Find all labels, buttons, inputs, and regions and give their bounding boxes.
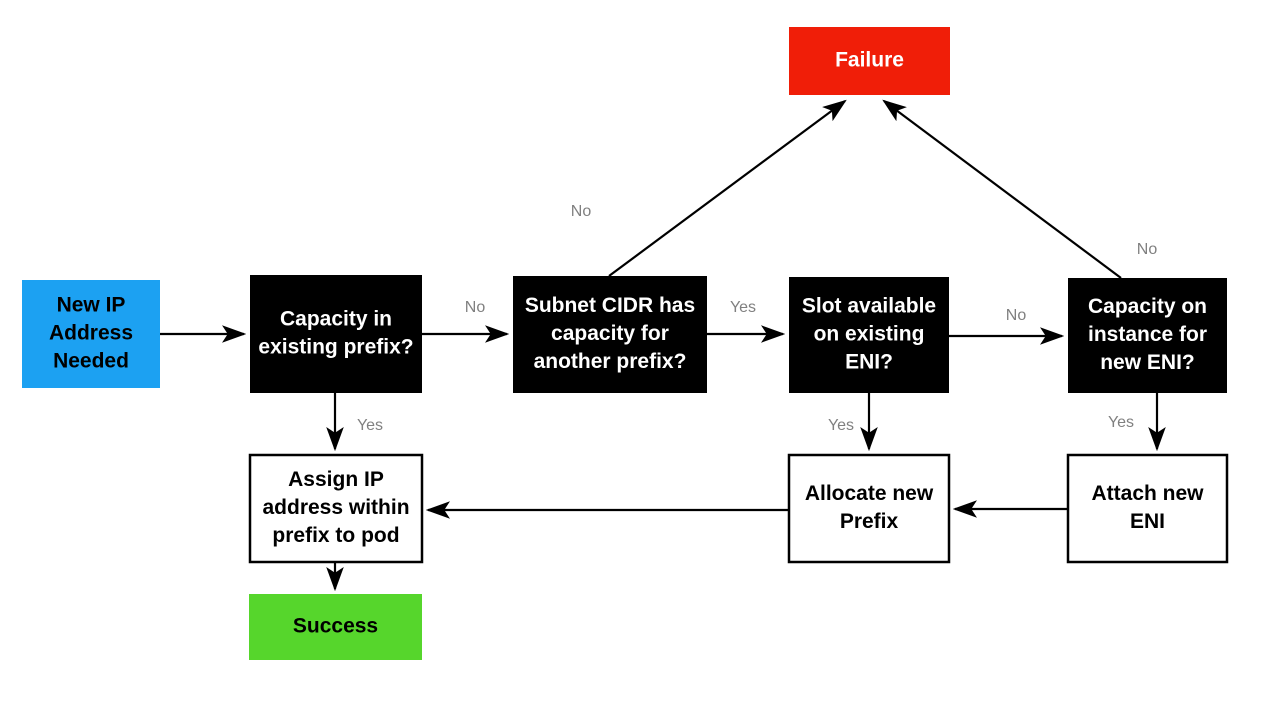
node-success[interactable]: Success <box>249 594 422 660</box>
node-box-allocate-new-prefix <box>787 453 951 564</box>
edge-label-capacity-instance-yes-to-attach: Yes <box>1108 414 1134 431</box>
node-box-capacity-instance-new-eni <box>1068 278 1227 393</box>
node-label-assign-ip-to-pod: Assign IP <box>288 468 384 491</box>
node-box-subnet-cidr-capacity <box>513 276 707 393</box>
node-label-subnet-cidr-capacity: Subnet CIDR has <box>525 294 695 317</box>
node-label-capacity-existing-prefix: existing prefix? <box>258 336 413 359</box>
node-label-capacity-instance-new-eni: Capacity on <box>1088 295 1207 318</box>
node-label-slot-available-eni: on existing <box>814 323 925 346</box>
edge-label-capacity-instance-no-to-failure: No <box>1137 241 1158 258</box>
node-box-assign-ip-to-pod <box>248 453 424 564</box>
node-subnet-cidr-capacity[interactable]: Subnet CIDR has capacity for another prefi… <box>513 276 707 393</box>
node-label-subnet-cidr-capacity: capacity for <box>551 322 669 345</box>
node-label-allocate-new-prefix: Allocate new <box>805 482 934 505</box>
node-label-start: Needed <box>53 350 129 373</box>
node-box-attach-new-eni <box>1066 453 1229 564</box>
node-label-assign-ip-to-pod: address within <box>262 496 409 519</box>
node-label-attach-new-eni: Attach new <box>1091 482 1204 505</box>
node-label-start: New IP <box>57 294 126 317</box>
node-label-slot-available-eni: Slot available <box>802 295 936 318</box>
edge-label-subnet-no-to-failure: No <box>571 203 592 220</box>
node-box-capacity-existing-prefix <box>250 275 422 393</box>
node-label-assign-ip-to-pod: prefix to pod <box>272 524 399 547</box>
node-label-capacity-instance-new-eni: new ENI? <box>1100 351 1195 374</box>
node-label-success: Success <box>293 615 378 638</box>
node-box-failure <box>789 27 950 95</box>
node-box-start <box>22 280 160 388</box>
node-assign-ip-to-pod[interactable]: Assign IP address within prefix to pod <box>248 453 424 564</box>
node-failure[interactable]: Failure <box>789 27 950 95</box>
node-label-start: Address <box>49 322 133 345</box>
node-label-failure: Failure <box>835 49 904 72</box>
node-capacity-existing-prefix[interactable]: Capacity in existing prefix? <box>250 275 422 393</box>
node-label-allocate-new-prefix: Prefix <box>840 510 899 533</box>
edge-label-capacity-no-to-subnet: No <box>465 299 486 316</box>
node-label-subnet-cidr-capacity: another prefix? <box>534 350 687 373</box>
node-capacity-instance-new-eni[interactable]: Capacity on instance for new ENI? <box>1068 278 1227 393</box>
node-box-slot-available-eni <box>789 277 949 393</box>
edge-label-capacity-yes-to-assign: Yes <box>357 417 383 434</box>
node-box-success <box>249 594 422 660</box>
node-label-slot-available-eni: ENI? <box>845 351 893 374</box>
node-label-attach-new-eni: ENI <box>1130 510 1165 533</box>
edge-capacity-instance-no-to-failure <box>882 99 1122 279</box>
edge-label-slot-yes-to-allocate: Yes <box>828 417 854 434</box>
node-label-capacity-instance-new-eni: instance for <box>1088 323 1207 346</box>
edge-label-subnet-yes-to-slot: Yes <box>730 299 756 316</box>
edge-label-slot-no-to-capacity-instance: No <box>1006 307 1027 324</box>
node-label-capacity-existing-prefix: Capacity in <box>280 308 392 331</box>
edges-layer <box>160 99 1166 592</box>
edge-subnet-no-to-failure <box>608 99 847 277</box>
